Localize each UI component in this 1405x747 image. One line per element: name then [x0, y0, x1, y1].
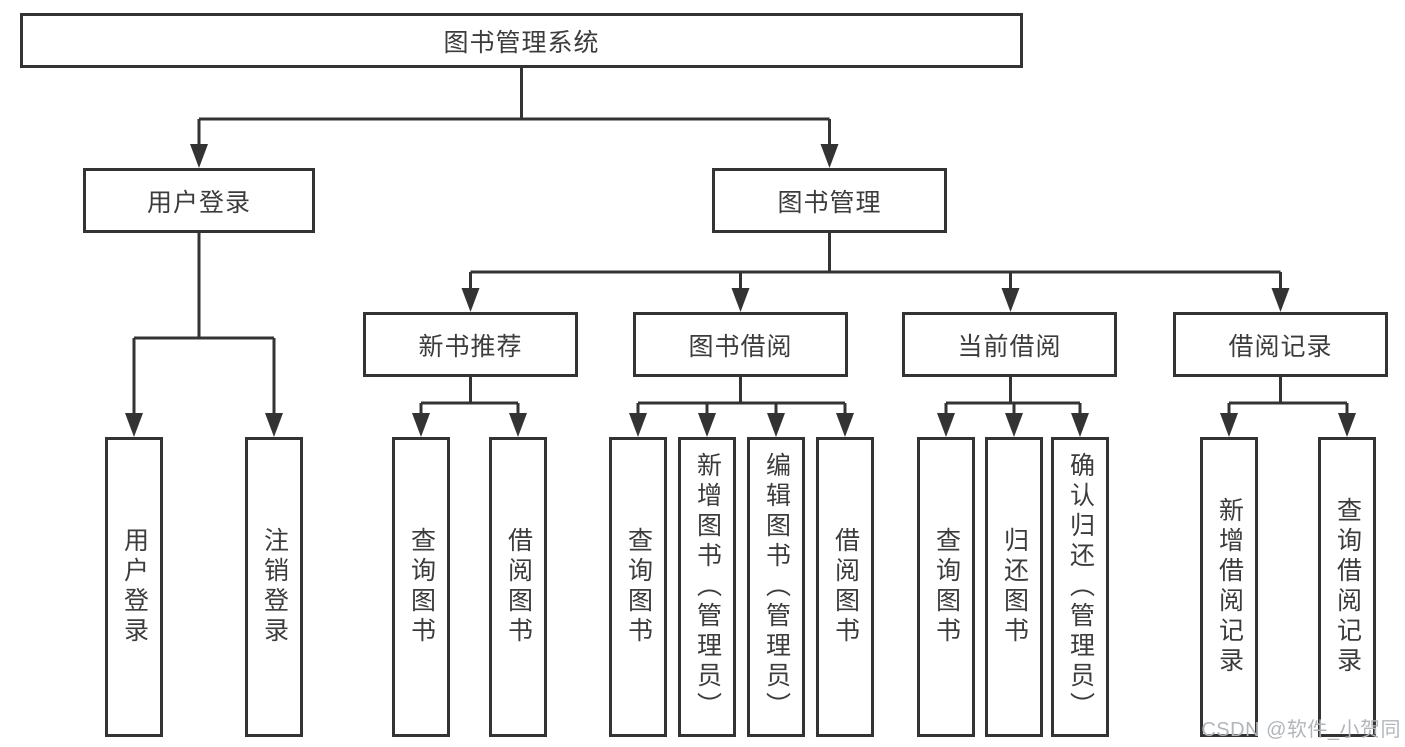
node-label: 图书管理系统 [443, 28, 600, 57]
node-label: 借阅图书 [504, 527, 533, 647]
node-label: 图书借阅 [688, 332, 793, 361]
node-book-borrowing: 图书借阅 [633, 312, 848, 377]
node-label: 查询借阅记录 [1333, 497, 1362, 677]
node-label: 当前借阅 [957, 332, 1062, 361]
node-label: 新增图书（管理员） [693, 452, 722, 722]
node-library-system: 图书管理系统 [20, 13, 1023, 68]
node-label: 编辑图书（管理员） [762, 452, 791, 722]
node-label: 新书推荐 [418, 332, 523, 361]
node-label: 用户登录 [146, 188, 251, 217]
node-label: 查询图书 [932, 527, 961, 647]
node-label: 归还图书 [1000, 527, 1029, 647]
node-label: 用户登录 [120, 527, 149, 647]
leaf-add-books-admin: 新增图书（管理员） [678, 437, 736, 737]
node-label: 确认归还（管理员） [1066, 452, 1095, 722]
leaf-borrow-books-borrowing: 借阅图书 [816, 437, 874, 737]
node-label: 查询图书 [407, 527, 436, 647]
leaf-user-login: 用户登录 [105, 437, 163, 737]
leaf-confirm-return-admin: 确认归还（管理员） [1051, 437, 1109, 737]
node-label: 借阅记录 [1228, 332, 1333, 361]
connector-paths [132, 68, 1349, 414]
node-new-book-recommend: 新书推荐 [363, 312, 578, 377]
node-label: 查询图书 [624, 527, 653, 647]
leaf-query-books-recommend: 查询图书 [392, 437, 450, 737]
leaf-query-books-borrowing: 查询图书 [609, 437, 667, 737]
node-label: 注销登录 [260, 527, 289, 647]
node-borrowing-records: 借阅记录 [1173, 312, 1388, 377]
node-label: 图书管理 [777, 188, 882, 217]
leaf-edit-books-admin: 编辑图书（管理员） [747, 437, 805, 737]
leaf-query-borrow-record: 查询借阅记录 [1318, 437, 1376, 737]
leaf-query-books-current: 查询图书 [917, 437, 975, 737]
arrowheads [125, 144, 1356, 437]
node-label: 借阅图书 [831, 527, 860, 647]
node-book-management: 图书管理 [712, 168, 947, 233]
leaf-logout: 注销登录 [245, 437, 303, 737]
leaf-borrow-books-recommend: 借阅图书 [489, 437, 547, 737]
node-current-borrowing: 当前借阅 [902, 312, 1117, 377]
node-label: 新增借阅记录 [1215, 497, 1244, 677]
node-user-login: 用户登录 [83, 168, 315, 233]
leaf-return-books: 归还图书 [985, 437, 1043, 737]
leaf-add-borrow-record: 新增借阅记录 [1200, 437, 1258, 737]
